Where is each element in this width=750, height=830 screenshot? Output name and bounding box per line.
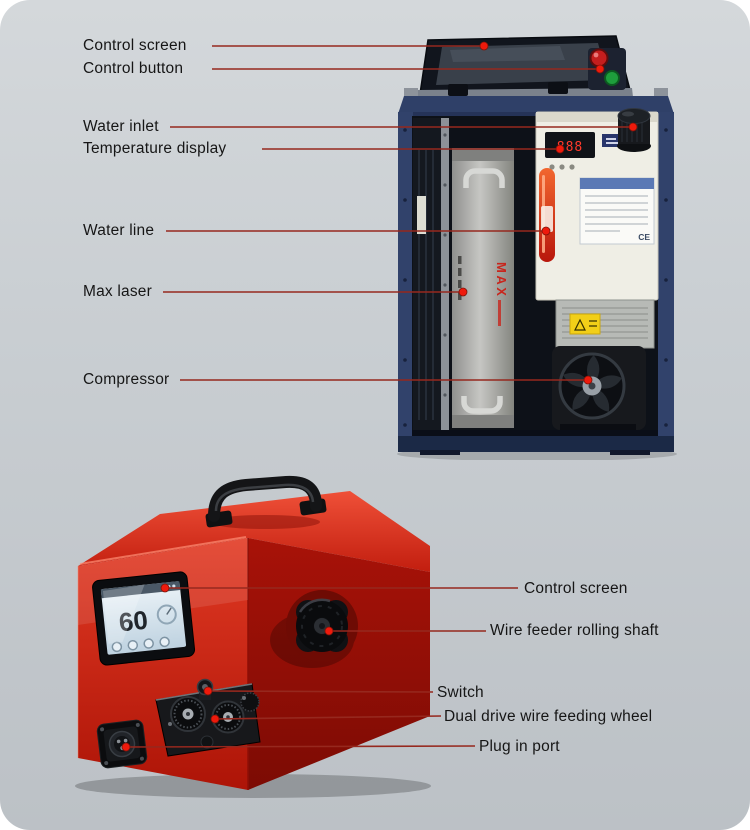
vented-box [555, 299, 655, 349]
label-compressor: Compressor [83, 371, 170, 388]
display-buttons [549, 164, 575, 170]
warning-sticker [569, 313, 601, 335]
label-max-laser: Max laser [83, 283, 152, 300]
power-switch [196, 678, 214, 700]
label-feeding-wheel: Dual drive wire feeding wheel [444, 708, 653, 725]
spec-label: CE [579, 177, 655, 245]
chiller-box: 888 CE [535, 111, 659, 301]
temperature-display: 888 [545, 132, 595, 158]
carry-handle [205, 475, 327, 528]
max-laser-module: MAX [452, 148, 514, 428]
plug-in-port [96, 719, 148, 769]
laser-welder-machine: MAX 888 [397, 35, 677, 460]
label-water-line: Water line [83, 222, 155, 239]
label-switch: Switch [437, 684, 484, 701]
laser-bottom-handle [461, 396, 503, 414]
right-feed-wheel [211, 700, 245, 734]
control-buttons [588, 48, 626, 90]
laser-brand-text: MAX [494, 262, 509, 298]
label-water-inlet: Water inlet [83, 118, 159, 135]
power-on-button [604, 70, 620, 86]
label-plug-in-port: Plug in port [479, 738, 560, 755]
control-screen-panel [417, 35, 633, 99]
cabinet-base [398, 430, 674, 455]
feeder-control-screen: 60 [92, 571, 196, 666]
compressor-unit [552, 346, 646, 432]
emergency-stop-button [589, 48, 609, 68]
label-feeder-control-screen: Control screen [524, 580, 628, 597]
vent-panel [413, 118, 449, 436]
ce-mark: CE [638, 232, 650, 242]
label-control-button: Control button [83, 60, 184, 77]
water-line-tube [539, 168, 555, 262]
screen-value: 60 [117, 605, 149, 638]
laser-top-handle [463, 168, 505, 188]
label-rolling-shaft: Wire feeder rolling shaft [490, 622, 659, 639]
label-temperature-display: Temperature display [83, 140, 227, 157]
label-control-screen: Control screen [83, 37, 187, 54]
wire-feeding-wheels [155, 683, 261, 757]
water-inlet-knob [617, 108, 651, 152]
rolling-shaft-knob [270, 590, 358, 668]
svg-text:888: 888 [557, 140, 583, 155]
wire-feeder-machine: 60 [75, 475, 431, 798]
left-feed-wheel [170, 696, 206, 732]
